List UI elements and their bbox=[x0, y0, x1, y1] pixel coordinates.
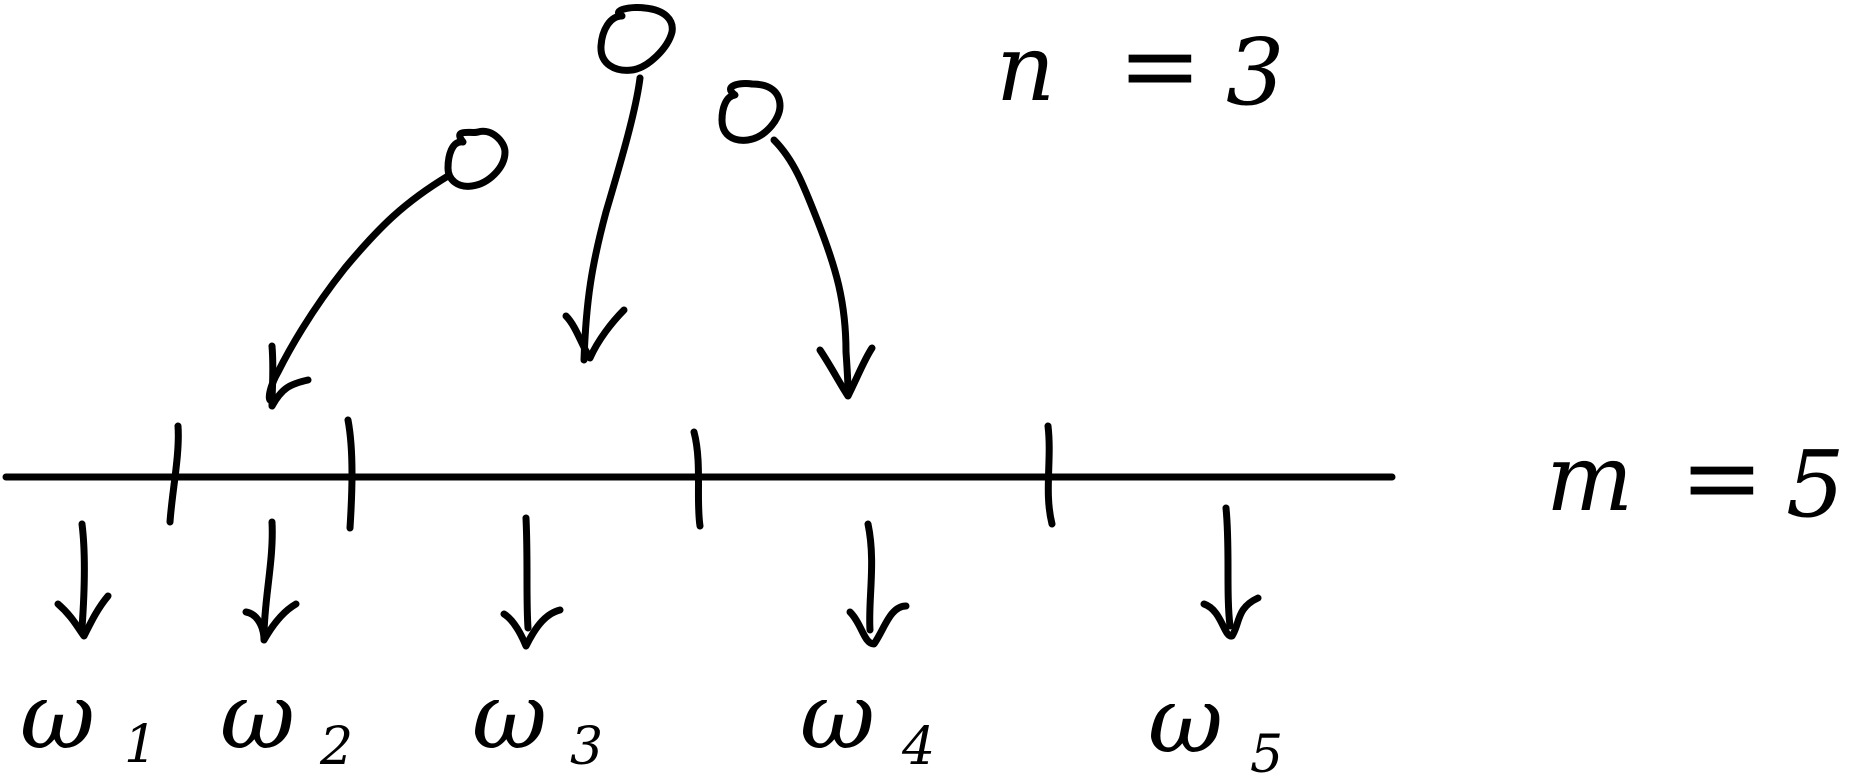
bin-label-1-sub: 1 bbox=[124, 715, 157, 775]
bin-label-3-sub: 3 bbox=[570, 717, 603, 777]
bin-label-2: ω 2 bbox=[220, 663, 353, 777]
tick-1 bbox=[166, 422, 182, 526]
arrow-bin-5 bbox=[1222, 504, 1234, 630]
bin-label-5: ω 5 bbox=[1148, 667, 1283, 783]
right-label: m = 5 bbox=[1546, 419, 1845, 538]
bin-labels: ω 1 ω 2 ω 3 ω 4 ω 5 bbox=[20, 663, 1283, 783]
bin-label-5-base: ω bbox=[1148, 667, 1223, 774]
bin-label-1: ω 1 bbox=[20, 663, 157, 775]
bin-label-5-sub: 5 bbox=[1250, 725, 1283, 783]
bin-label-1-base: ω bbox=[20, 663, 95, 770]
arrow-head-ball-2 bbox=[562, 306, 628, 362]
tick-4 bbox=[1044, 422, 1056, 528]
number-line bbox=[2, 416, 1396, 532]
arrow-head-bin-4 bbox=[846, 602, 910, 648]
tick-2 bbox=[344, 416, 356, 532]
ball-3 bbox=[718, 80, 784, 144]
arrow-head-ball-3 bbox=[816, 344, 876, 400]
bin-label-4-sub: 4 bbox=[901, 717, 935, 777]
arrow-head-ball-1 bbox=[268, 342, 312, 410]
bin-label-3-base: ω bbox=[472, 663, 547, 770]
bin-label-3: ω 3 bbox=[472, 663, 603, 777]
right-label-equals: = bbox=[1680, 419, 1764, 536]
top-label-value: 3 bbox=[1226, 19, 1285, 126]
arrow-bin-1 bbox=[78, 520, 88, 632]
arrow-head-bin-3 bbox=[500, 606, 564, 650]
arrow-head-bin-5 bbox=[1200, 594, 1262, 640]
bin-label-4: ω 4 bbox=[800, 663, 935, 777]
bin-label-2-base: ω bbox=[220, 663, 295, 770]
bin-label-4-base: ω bbox=[800, 663, 875, 770]
right-label-variable: m bbox=[1546, 425, 1633, 532]
top-label: n = 3 bbox=[996, 7, 1285, 126]
arrow-ball-3 bbox=[770, 136, 852, 396]
ball-1 bbox=[444, 127, 509, 190]
ball-2 bbox=[597, 4, 676, 74]
top-label-equals: = bbox=[1118, 7, 1202, 124]
ball-arrows bbox=[265, 74, 876, 410]
arrow-ball-2 bbox=[580, 74, 644, 364]
bin-label-2-sub: 2 bbox=[319, 717, 353, 777]
arrow-bin-3 bbox=[522, 514, 532, 632]
arrow-head-bin-2 bbox=[242, 600, 300, 644]
tick-3 bbox=[690, 428, 704, 530]
arrow-ball-1 bbox=[265, 172, 452, 404]
arrow-bin-4 bbox=[864, 520, 876, 634]
top-label-variable: n bbox=[996, 15, 1055, 122]
arrow-bin-2 bbox=[260, 518, 276, 640]
arrow-head-bin-1 bbox=[54, 592, 112, 640]
bin-arrows bbox=[54, 504, 1262, 650]
right-label-value: 5 bbox=[1786, 431, 1845, 538]
balls bbox=[444, 4, 784, 190]
